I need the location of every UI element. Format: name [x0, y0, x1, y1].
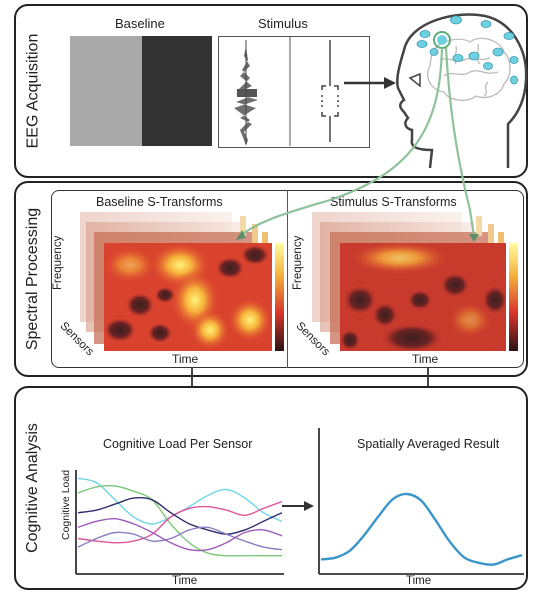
stimulus-label: Stimulus — [258, 16, 308, 31]
right-chart-title: Spatially Averaged Result — [357, 437, 500, 451]
spectral-inner-divider — [287, 190, 288, 368]
right-chart-xlabel: Time — [406, 575, 432, 587]
stimulus-frequency-label: Frequency — [292, 235, 304, 290]
baseline-st-title: Baseline S-Transforms — [96, 195, 223, 209]
cognitive-analysis-panel: Cognitive Analysis — [14, 386, 528, 590]
baseline-label: Baseline — [115, 16, 165, 31]
cognitive-analysis-label-wrap: Cognitive Analysis — [16, 388, 50, 588]
stimulus-box — [218, 36, 370, 148]
baseline-dark-block — [142, 36, 212, 146]
baseline-frequency-label: Frequency — [52, 235, 64, 290]
eeg-acquisition-label: EEG Acquisition — [24, 33, 42, 149]
eeg-acquisition-label-wrap: EEG Acquisition — [16, 6, 50, 176]
baseline-light-block — [70, 36, 142, 146]
stimulus-time-label: Time — [412, 352, 439, 366]
spectral-processing-label-wrap: Spectral Processing — [16, 183, 50, 375]
left-chart-xlabel: Time — [172, 575, 198, 587]
baseline-time-label: Time — [172, 352, 199, 366]
stimulus-st-title: Stimulus S-Transforms — [330, 195, 457, 209]
left-chart-title: Cognitive Load Per Sensor — [103, 437, 253, 451]
left-chart-ylabel: Cognitive Load — [60, 469, 72, 540]
spectral-processing-label: Spectral Processing — [24, 207, 42, 351]
cognitive-analysis-label: Cognitive Analysis — [24, 423, 41, 553]
